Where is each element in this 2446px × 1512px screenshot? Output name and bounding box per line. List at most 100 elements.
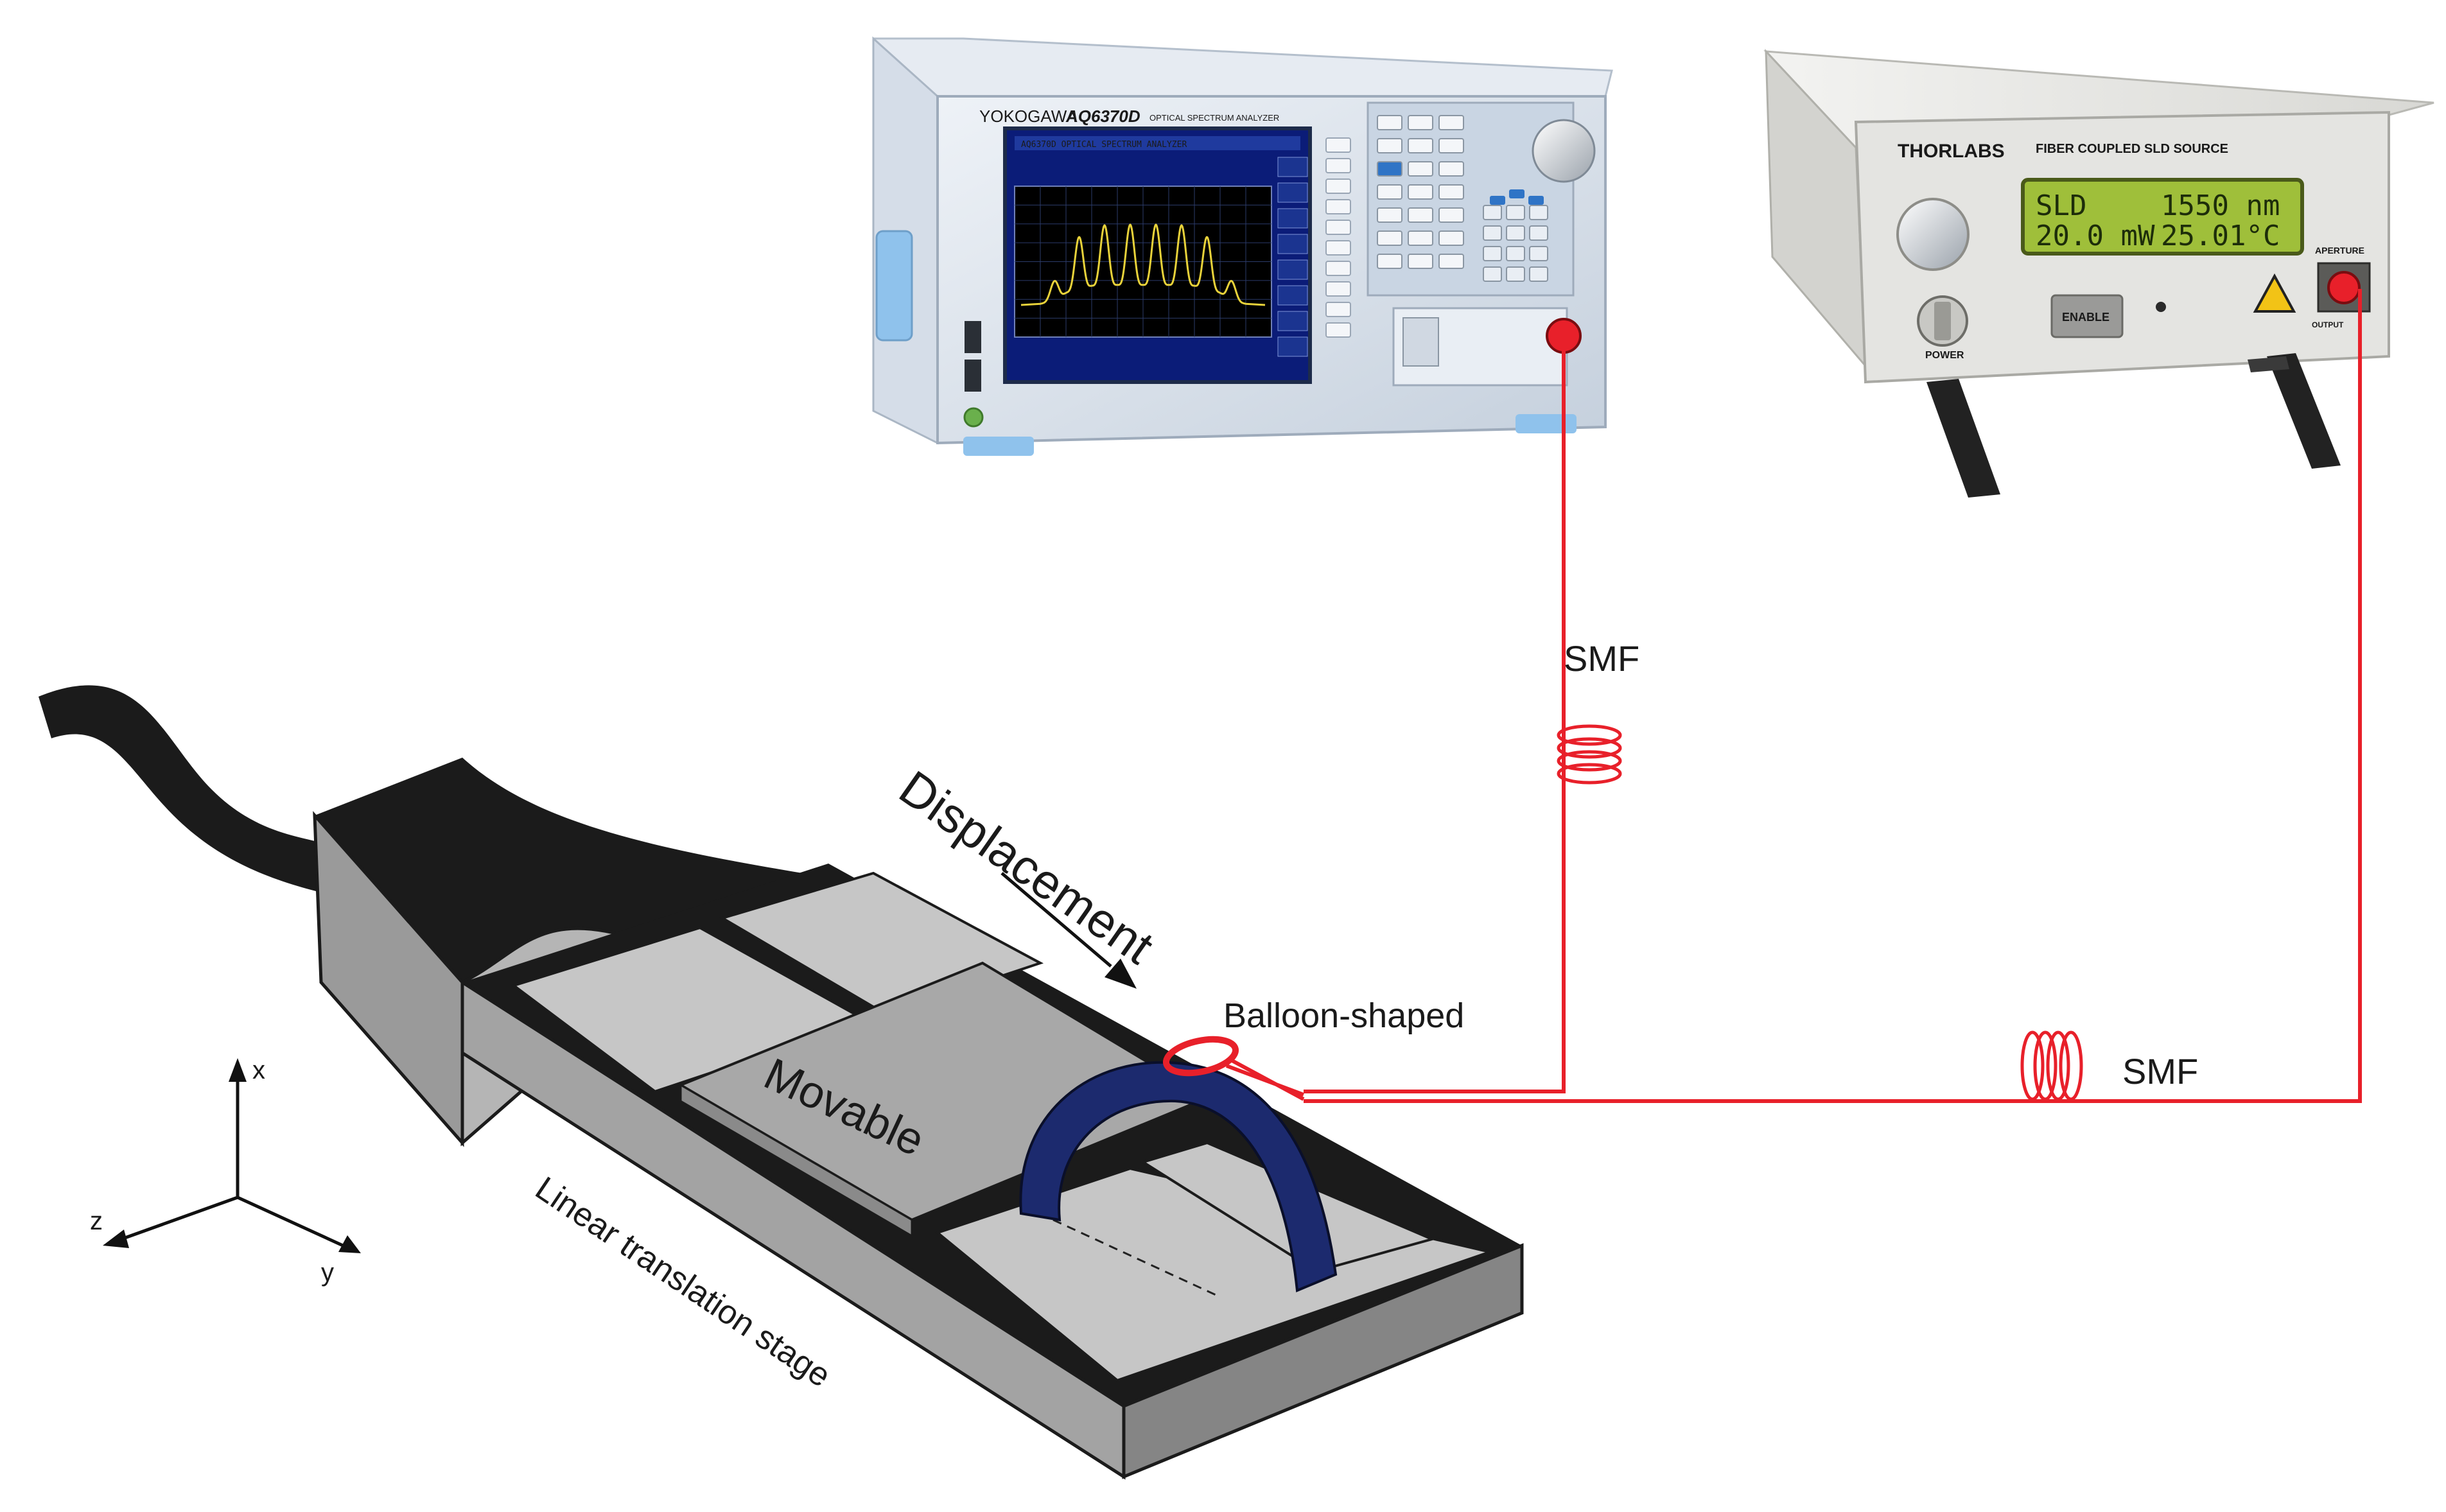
- sld-adjust-knob[interactable]: [1896, 198, 1970, 271]
- osa-function-key[interactable]: [1408, 115, 1433, 130]
- osa-numeric-key[interactable]: [1506, 266, 1525, 282]
- osa-numeric-key[interactable]: [1483, 205, 1502, 220]
- osa-side-button[interactable]: [1325, 322, 1351, 338]
- osa-function-key[interactable]: [1408, 254, 1433, 269]
- laser-warning-icon: [2253, 273, 2296, 313]
- sld-leg-left: [1926, 379, 2000, 498]
- fiber-sensor-arch: [1019, 1061, 1338, 1292]
- osa-subtitle-label: OPTICAL SPECTRUM ANALYZER: [1149, 113, 1279, 123]
- osa-numeric-key[interactable]: [1506, 246, 1525, 261]
- osa-function-key[interactable]: [1438, 254, 1464, 269]
- osa-side-button[interactable]: [1325, 199, 1351, 214]
- sld-display-wavelength: 1550 nm: [2161, 189, 2280, 222]
- y-axis-arrow-icon: [338, 1235, 361, 1253]
- osa-softkey[interactable]: [1277, 336, 1308, 357]
- sld-leg-bracket: [2248, 356, 2289, 372]
- coordinate-axes: x z y: [90, 1056, 361, 1287]
- osa-arrow-key[interactable]: [1490, 196, 1505, 205]
- sld-indicator-led: [2156, 302, 2166, 312]
- osa-function-key[interactable]: [1408, 184, 1433, 200]
- osa-function-key[interactable]: [1377, 138, 1402, 153]
- osa-foot-right: [1516, 414, 1577, 433]
- axis-label-y: y: [321, 1258, 334, 1287]
- smf-coil-horizontal: [2020, 1030, 2083, 1101]
- axis-label-x: x: [252, 1056, 265, 1084]
- osa-port-door[interactable]: [1402, 317, 1439, 367]
- osa-function-key[interactable]: [1408, 230, 1433, 246]
- sld-aperture-label: APERTURE: [2315, 245, 2364, 256]
- osa-function-key[interactable]: [1377, 207, 1402, 223]
- stage-base-right-side: [1122, 1243, 1524, 1479]
- osa-side-button[interactable]: [1325, 137, 1351, 153]
- osa-arrow-key[interactable]: [1528, 196, 1544, 205]
- sld-display-temperature: 25.01°C: [2161, 220, 2280, 252]
- label-smf-top: SMF: [1564, 638, 1639, 679]
- osa-usb-port-2: [965, 360, 981, 392]
- osa-numeric-key[interactable]: [1483, 246, 1502, 261]
- osa-softkey[interactable]: [1277, 157, 1308, 177]
- osa-side-button[interactable]: [1325, 220, 1351, 235]
- osa-side-button[interactable]: [1325, 240, 1351, 256]
- osa-side-button[interactable]: [1325, 261, 1351, 276]
- osa-plot-grid: [1015, 186, 1271, 337]
- sld-display-power: 20.0 mW: [2036, 220, 2155, 252]
- osa-arrow-key[interactable]: [1509, 189, 1524, 198]
- osa-softkey[interactable]: [1277, 234, 1308, 254]
- osa-numeric-key[interactable]: [1483, 225, 1502, 241]
- osa-softkey[interactable]: [1277, 311, 1308, 331]
- osa-function-key[interactable]: [1377, 184, 1402, 200]
- smf-to-osa: [1304, 343, 1566, 1093]
- osa-numeric-key[interactable]: [1529, 266, 1548, 282]
- osa-numeric-key[interactable]: [1529, 205, 1548, 220]
- osa-function-key[interactable]: [1408, 161, 1433, 177]
- osa-side-button[interactable]: [1325, 158, 1351, 173]
- sld-display-mode: SLD: [2036, 189, 2086, 222]
- osa-side-handle: [875, 230, 913, 342]
- sld-lcd-display: [2021, 178, 2304, 256]
- osa-function-key[interactable]: [1377, 115, 1402, 130]
- osa-keypad-keys: [1377, 115, 1548, 282]
- osa-softkey[interactable]: [1277, 259, 1308, 280]
- osa-side-button[interactable]: [1325, 302, 1351, 317]
- osa-rotary-knob[interactable]: [1532, 119, 1596, 183]
- arrow-head-icon: [1105, 959, 1137, 989]
- osa-function-key[interactable]: [1408, 207, 1433, 223]
- osa-function-key[interactable]: [1438, 161, 1464, 177]
- osa-softkey[interactable]: [1277, 208, 1308, 229]
- osa-screen-header: AQ6370D OPTICAL SPECTRUM ANALYZER: [1021, 140, 1187, 150]
- osa-function-key[interactable]: [1438, 207, 1464, 223]
- osa-function-key[interactable]: [1438, 230, 1464, 246]
- osa-numeric-key[interactable]: [1506, 205, 1525, 220]
- osa-function-key[interactable]: [1438, 115, 1464, 130]
- osa-side-button[interactable]: [1325, 281, 1351, 297]
- osa-numeric-key[interactable]: [1529, 225, 1548, 241]
- osa-function-key[interactable]: [1438, 184, 1464, 200]
- osa-numeric-key[interactable]: [1483, 266, 1502, 282]
- osa-numeric-key[interactable]: [1506, 225, 1525, 241]
- osa-softkey[interactable]: [1277, 182, 1308, 203]
- movable-platform-edge: [679, 1083, 913, 1238]
- sld-power-label: POWER: [1925, 350, 1964, 361]
- osa-function-key[interactable]: [1377, 254, 1402, 269]
- osa-brand-label: YOKOGAWA: [979, 107, 1078, 126]
- osa-numeric-key[interactable]: [1529, 246, 1548, 261]
- balloon-shaped-fiber: [1162, 1036, 1239, 1077]
- stage-motor-cable: [39, 685, 321, 892]
- sld-brand-label: THORLABS: [1898, 141, 2005, 162]
- osa-function-key[interactable]: [1377, 161, 1402, 177]
- sld-panel-title: FIBER COUPLED SLD SOURCE: [2036, 142, 2228, 156]
- osa-screen-header-bar: [1015, 136, 1300, 150]
- osa-function-key[interactable]: [1408, 138, 1433, 153]
- osa-function-key[interactable]: [1377, 230, 1402, 246]
- osa-softkey[interactable]: [1277, 285, 1308, 306]
- sld-enable-button[interactable]: [2050, 294, 2124, 338]
- fiber-routing: [1304, 289, 2362, 1103]
- label-smf-right: SMF: [2122, 1051, 2198, 1091]
- optical-spectrum-analyzer: YOKOGAWA AQ6370D OPTICAL SPECTRUM ANALYZ…: [872, 36, 1613, 456]
- sld-leg-right: [2267, 353, 2341, 469]
- osa-function-key[interactable]: [1438, 138, 1464, 153]
- osa-side-button[interactable]: [1325, 178, 1351, 194]
- osa-power-button[interactable]: [963, 407, 984, 428]
- balloon-fiber-leads: [1225, 1057, 1305, 1101]
- smf-from-sld: [1304, 289, 2362, 1103]
